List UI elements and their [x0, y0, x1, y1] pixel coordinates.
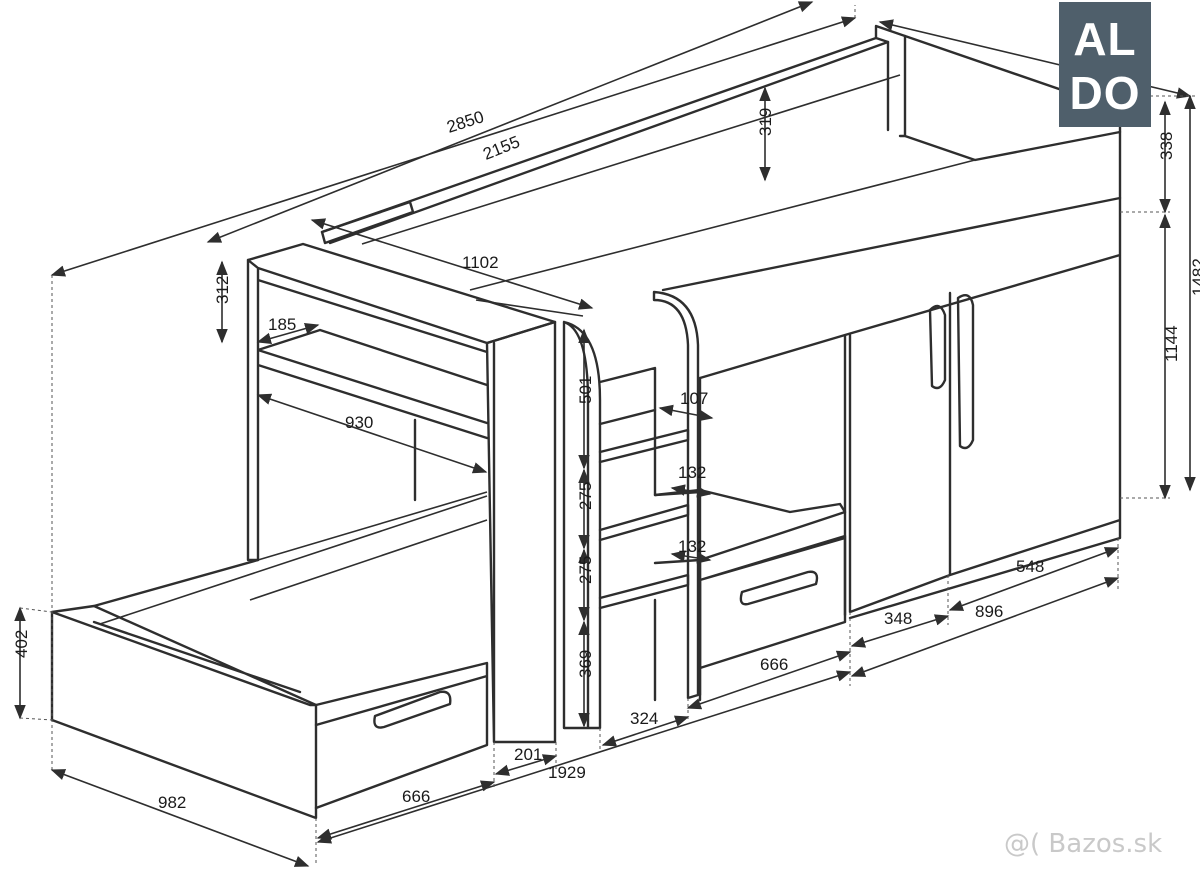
- vertical-post: [485, 320, 557, 744]
- upper-bed-back-panel: [328, 34, 1122, 245]
- dim-201: 201: [514, 745, 542, 764]
- dim-line-185: [256, 322, 320, 345]
- dim-line-2155: [206, 1, 814, 243]
- dim-982: 982: [158, 793, 186, 812]
- dim-666a: 666: [760, 655, 788, 674]
- dim-line-896: [850, 577, 1120, 677]
- dim-369: 369: [576, 650, 595, 678]
- bazos-watermark: @( Bazos.sk: [1004, 826, 1194, 862]
- dim-1929: 1929: [548, 763, 586, 782]
- dim-1102: 1102: [462, 253, 499, 272]
- ext-2850: [51, 5, 856, 770]
- dimension-labels: 2850 2155 1102 319 338 1482 1144 312 185…: [12, 107, 1200, 812]
- dim-548: 548: [1016, 557, 1044, 576]
- right-drawer-handle: [739, 570, 819, 606]
- wardrobe-handle-right: [956, 294, 975, 450]
- logo-line-1: AL: [1073, 13, 1137, 65]
- dim-line-930: [256, 393, 488, 474]
- right-drawer: [698, 534, 847, 670]
- dim-1482: 1482: [1189, 258, 1200, 296]
- bed-drawing: [50, 24, 1122, 820]
- dim-348: 348: [884, 609, 912, 628]
- dim-896: 896: [975, 602, 1003, 621]
- dim-line-982: [50, 769, 310, 867]
- wardrobe: [698, 196, 1122, 697]
- dim-402: 402: [12, 630, 31, 658]
- ext-right: [1120, 95, 1195, 499]
- dim-line-666b: [316, 780, 496, 840]
- watermark-text: Bazos.sk: [1048, 829, 1163, 859]
- dim-185: 185: [268, 315, 296, 334]
- dim-line-132b: [670, 550, 712, 564]
- dim-930: 930: [345, 413, 373, 432]
- dim-319: 319: [756, 108, 775, 136]
- dim-275b: 275: [576, 556, 595, 584]
- dim-132a: 132: [678, 463, 706, 482]
- dim-2155: 2155: [480, 132, 522, 164]
- dim-2850: 2850: [444, 107, 486, 137]
- dim-line-1102: [310, 218, 594, 310]
- ladder-steps: [598, 366, 702, 610]
- watermark-icon: @(: [1004, 829, 1041, 859]
- dim-line-2850: [50, 16, 857, 277]
- left-shelf-unit: [246, 242, 557, 562]
- lower-bed-mattress: [99, 491, 488, 625]
- dim-501: 501: [576, 376, 595, 404]
- ext-bottom: [19, 538, 1119, 866]
- logo-line-2: DO: [1069, 67, 1141, 119]
- dim-324: 324: [630, 709, 658, 728]
- dim-338: 338: [1157, 132, 1176, 160]
- dim-107: 107: [680, 389, 708, 408]
- dim-312: 312: [213, 276, 232, 304]
- dim-132b: 132: [678, 537, 706, 556]
- aldo-logo: AL DO: [1059, 2, 1151, 127]
- lower-bed-frame: [50, 558, 318, 820]
- dim-275a: 275: [576, 482, 595, 510]
- upper-bed-top-rail: [320, 24, 1122, 292]
- dim-line-107: [658, 404, 714, 422]
- wardrobe-handle-left: [928, 304, 947, 390]
- dimension-lines: [14, 1, 1196, 867]
- dim-line-132a: [670, 484, 712, 498]
- dim-1144: 1144: [1162, 325, 1181, 362]
- dim-666b: 666: [402, 787, 430, 806]
